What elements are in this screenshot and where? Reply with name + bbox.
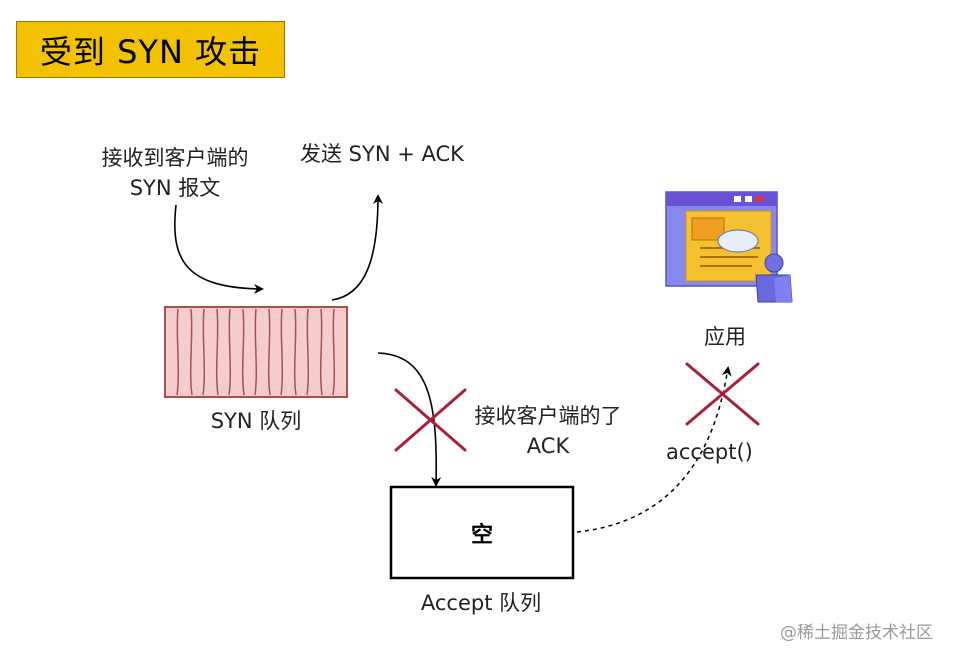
syn-queue-stripe: [280, 308, 284, 396]
syn-queue-stripe: [176, 308, 180, 396]
syn-queue-stripe: [189, 308, 193, 396]
arrow-to-accept-queue: [377, 352, 442, 487]
label-receive-syn-line2: SYN 报文: [129, 176, 221, 200]
syn-queue-stripe: [332, 308, 336, 396]
syn-queue-stripe: [267, 308, 271, 396]
syn-queue-stripe: [319, 308, 323, 396]
syn-queue-stripe: [241, 308, 245, 396]
arrow-send-syn-ack: [331, 194, 383, 301]
label-receive-ack: 接收客户端的了 ACK: [448, 401, 648, 461]
label-receive-ack-line1: 接收客户端的了: [474, 404, 622, 428]
label-syn-queue: SYN 队列: [210, 409, 302, 433]
label-send-syn-ack: 发送 SYN + ACK: [300, 142, 464, 166]
cross-x-icon: [394, 388, 467, 452]
accept-queue-box: [389, 485, 575, 580]
syn-queue-stripe: [215, 308, 219, 396]
application-window-user-icon: [665, 191, 793, 303]
syn-queue-stripe: [306, 308, 310, 396]
arrow-receive-syn: [174, 204, 264, 294]
page-title: 受到 SYN 攻击: [39, 32, 262, 71]
syn-queue-stripe: [202, 308, 206, 396]
syn-queue-stripe: [254, 308, 258, 396]
label-accept-call: accept(): [666, 440, 753, 464]
accept-queue-content: 空: [470, 522, 493, 548]
watermark: @稀土掘金技术社区: [780, 623, 933, 643]
label-receive-ack-line2: ACK: [526, 434, 570, 458]
syn-queue-stripe: [228, 308, 232, 396]
syn-queue-block: [164, 306, 348, 398]
label-receive-syn: 接收到客户端的 SYN 报文: [80, 143, 270, 203]
syn-queue-stripe: [293, 308, 297, 396]
cross-x-icon: [685, 362, 760, 426]
label-accept-queue: Accept 队列: [420, 591, 542, 615]
label-receive-syn-line1: 接收到客户端的: [101, 146, 249, 170]
label-application: 应用: [704, 325, 746, 349]
title-banner: 受到 SYN 攻击: [16, 21, 285, 78]
